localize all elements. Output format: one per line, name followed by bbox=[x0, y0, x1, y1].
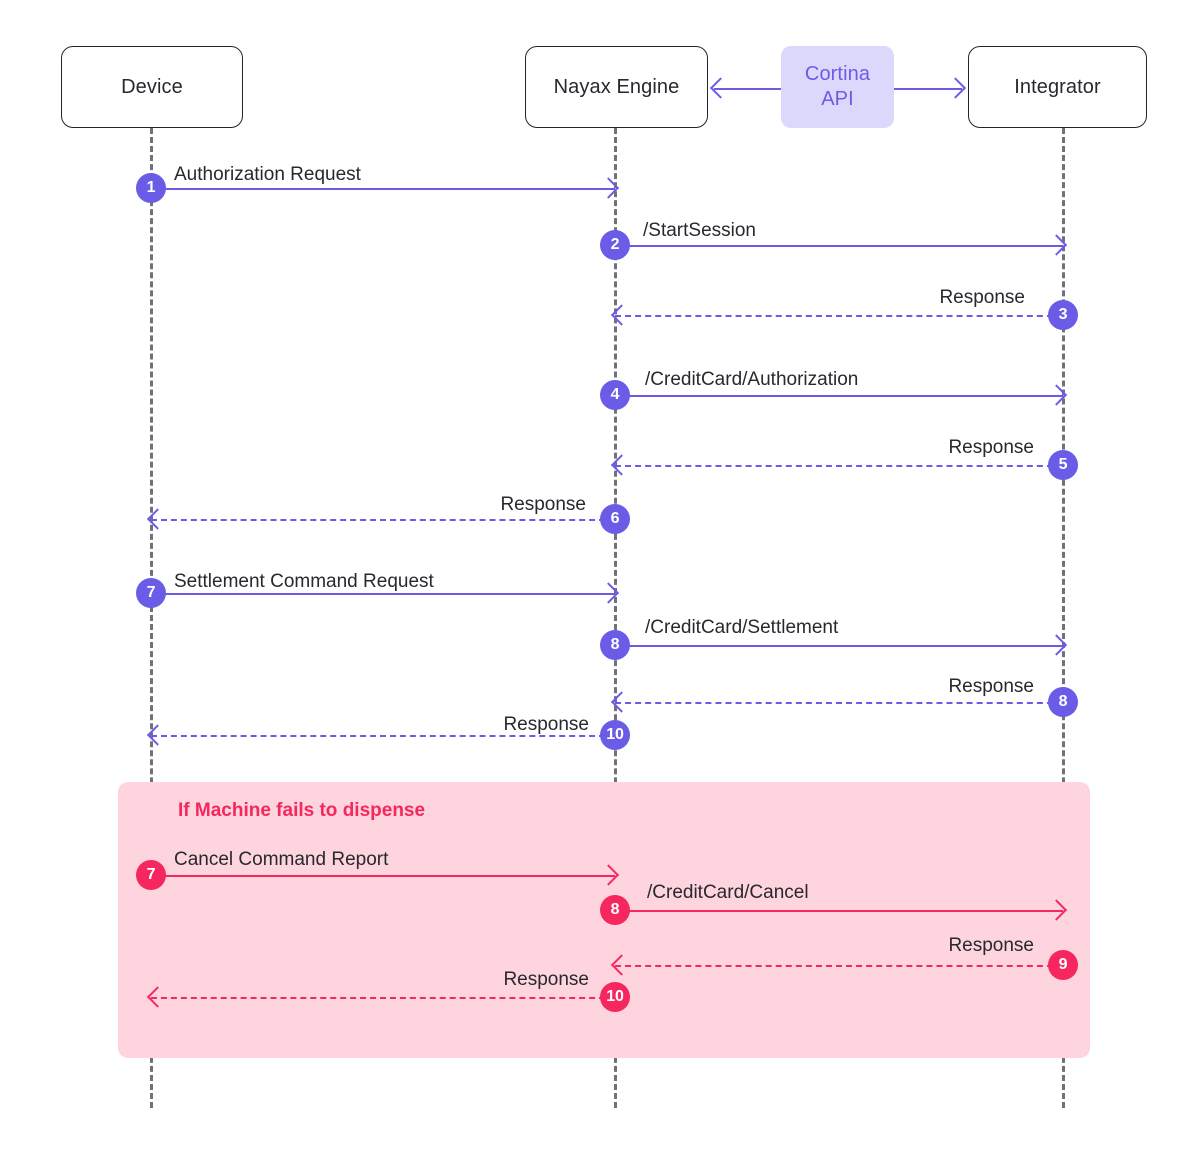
message-line bbox=[151, 519, 615, 521]
lifeline-nayax bbox=[614, 128, 617, 1108]
message-line bbox=[615, 395, 1063, 397]
message-label: Cancel Command Report bbox=[174, 849, 389, 870]
message-label: Response bbox=[948, 437, 1034, 458]
connector-line bbox=[894, 88, 962, 90]
arrowhead-left-icon bbox=[709, 77, 732, 99]
message-label: /CreditCard/Settlement bbox=[645, 617, 839, 638]
message-line bbox=[615, 910, 1063, 912]
step-badge[interactable]: 8 bbox=[600, 630, 630, 660]
step-badge[interactable]: 10 bbox=[600, 982, 630, 1012]
message-line bbox=[615, 645, 1063, 647]
participant-cortina[interactable]: Cortina API bbox=[781, 46, 894, 128]
arrowhead-right-icon bbox=[944, 77, 967, 99]
message-label: /CreditCard/Cancel bbox=[647, 882, 809, 903]
step-badge[interactable]: 5 bbox=[1048, 450, 1078, 480]
step-badge[interactable]: 8 bbox=[1048, 687, 1078, 717]
message-line bbox=[151, 997, 615, 999]
message-line bbox=[615, 245, 1063, 247]
lifeline-integrator bbox=[1062, 128, 1065, 1108]
message-label: Response bbox=[948, 676, 1034, 697]
participant-integrator[interactable]: Integrator bbox=[968, 46, 1147, 128]
message-label: Response bbox=[948, 935, 1034, 956]
message-label: Response bbox=[500, 494, 586, 515]
message-label: /StartSession bbox=[643, 220, 756, 241]
step-badge[interactable]: 4 bbox=[600, 380, 630, 410]
message-line bbox=[151, 188, 615, 190]
fragment-title: If Machine fails to dispense bbox=[178, 800, 426, 821]
message-label: Response bbox=[939, 287, 1025, 308]
step-badge[interactable]: 1 bbox=[136, 173, 166, 203]
step-badge[interactable]: 8 bbox=[600, 895, 630, 925]
participant-device[interactable]: Device bbox=[61, 46, 243, 128]
lifeline-device bbox=[150, 128, 153, 1108]
message-label: Settlement Command Request bbox=[174, 571, 434, 592]
step-badge[interactable]: 3 bbox=[1048, 300, 1078, 330]
message-line bbox=[151, 875, 615, 877]
step-badge[interactable]: 7 bbox=[136, 860, 166, 890]
message-label: Response bbox=[503, 969, 589, 990]
participant-nayax[interactable]: Nayax Engine bbox=[525, 46, 708, 128]
message-line bbox=[615, 702, 1063, 704]
step-badge[interactable]: 2 bbox=[600, 230, 630, 260]
message-line bbox=[151, 593, 615, 595]
step-badge[interactable]: 6 bbox=[600, 504, 630, 534]
message-line bbox=[615, 965, 1063, 967]
message-line bbox=[615, 315, 1063, 317]
message-line bbox=[615, 465, 1063, 467]
message-label: Authorization Request bbox=[174, 164, 361, 185]
message-line bbox=[151, 735, 615, 737]
message-label: Response bbox=[503, 714, 589, 735]
step-badge[interactable]: 9 bbox=[1048, 950, 1078, 980]
step-badge[interactable]: 10 bbox=[600, 720, 630, 750]
message-label: /CreditCard/Authorization bbox=[645, 369, 859, 390]
connector-line bbox=[714, 88, 781, 90]
step-badge[interactable]: 7 bbox=[136, 578, 166, 608]
